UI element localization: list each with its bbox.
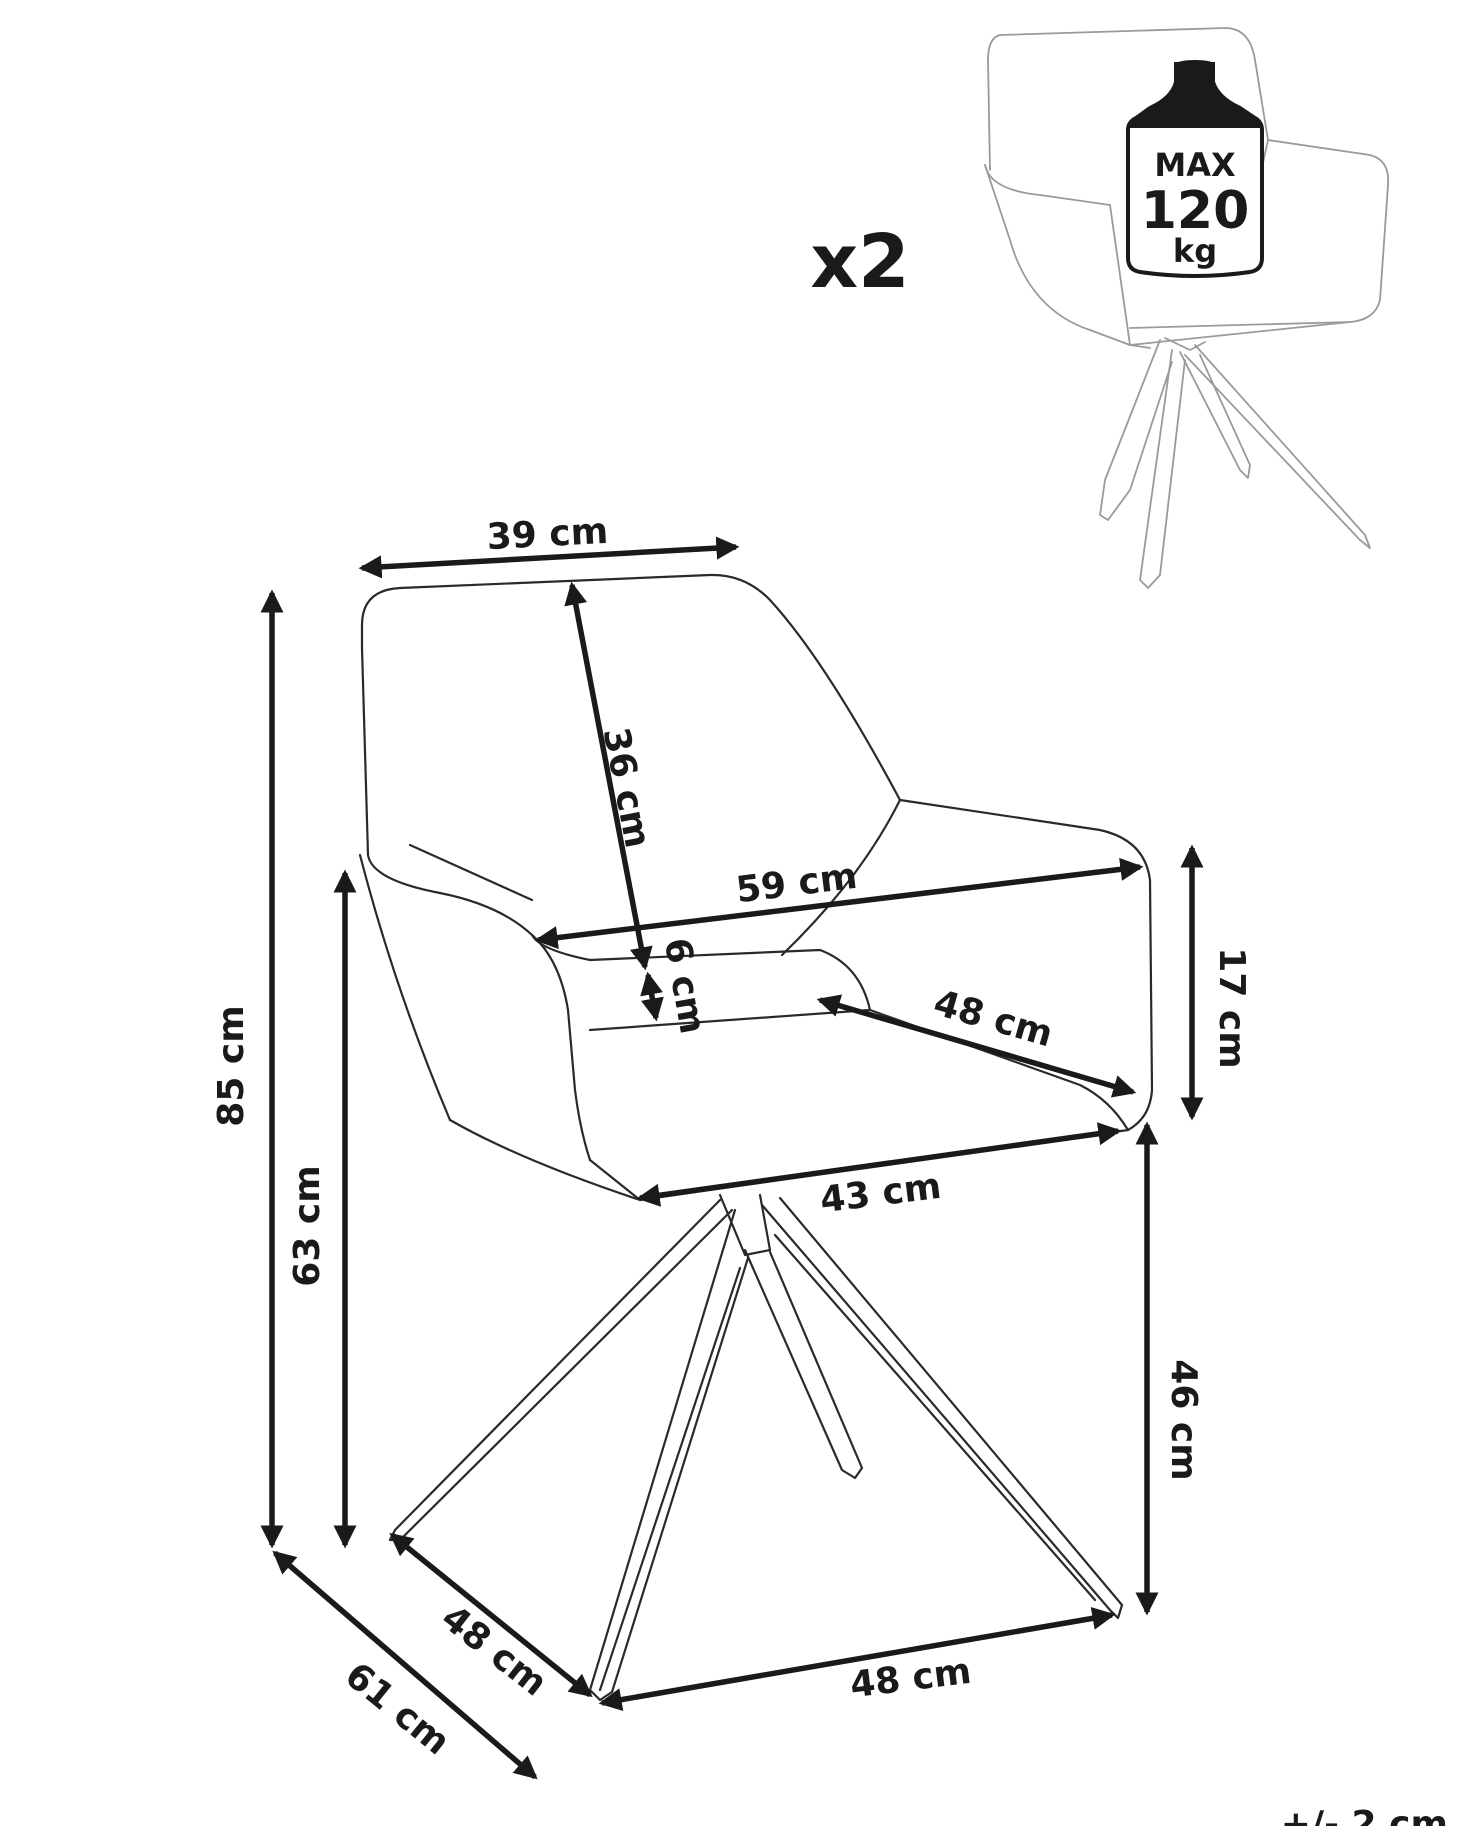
armrest-height-label: 17 cm	[1211, 947, 1252, 1068]
seat-depth-label: 48 cm	[929, 982, 1057, 1055]
cushion-thickness-label: 6 cm	[656, 935, 713, 1037]
seat-width-label: 43 cm	[818, 1166, 944, 1221]
back-width-arrow	[358, 536, 740, 579]
max-load-line1: MAX	[1154, 146, 1236, 184]
seat-width-arrow	[636, 1122, 1122, 1207]
max-load-icon: MAX 120 kg	[1126, 60, 1264, 278]
seat-height-label: 46 cm	[1163, 1359, 1204, 1480]
max-load-line3: kg	[1173, 232, 1217, 270]
chair-drawing	[358, 573, 1154, 1702]
max-load-line2: 120	[1141, 181, 1250, 241]
thumbnail-chair	[984, 27, 1390, 589]
tolerance-label: +/- 2 cm	[1281, 1804, 1448, 1826]
dimension-labels: 39 cm 36 cm 59 cm 6 cm 48 cm 17 cm 85 cm…	[211, 511, 1448, 1826]
base-width-arrow	[598, 1606, 1116, 1712]
back-height-label: 36 cm	[595, 724, 658, 851]
seat-depth-arrow	[816, 994, 1137, 1098]
quantity-label: x2	[810, 219, 909, 305]
back-width-label: 39 cm	[486, 511, 609, 558]
armrest-floor-height-label: 63 cm	[287, 1165, 328, 1286]
cushion-thickness-arrow	[640, 971, 664, 1022]
total-width-arrow	[534, 857, 1144, 950]
total-depth-label: 61 cm	[337, 1655, 457, 1763]
total-depth-arrow	[272, 1550, 538, 1780]
total-height-label: 85 cm	[211, 1005, 252, 1126]
dimension-lines	[260, 536, 1204, 1780]
